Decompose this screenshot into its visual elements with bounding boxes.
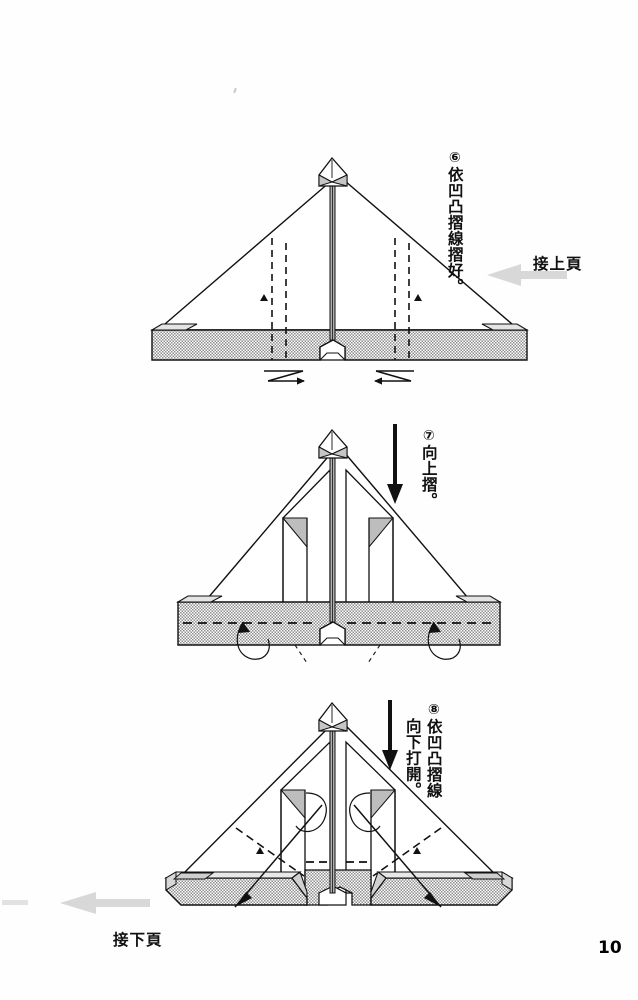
open-arrow-right [353,804,442,908]
next-page-label: 接下頁 [113,931,163,949]
next-page-arrow-icon [60,890,150,916]
open-arrow-left [234,804,323,908]
step-7-down-arrow-icon [384,424,406,506]
crease-marker [256,847,264,854]
step7-model [176,428,502,664]
crease-line [372,827,442,877]
step-7-caption: ⑦向上摺。 [419,428,438,509]
step-8-caption-line-1: ⑧依凹凸摺線 [424,702,443,799]
step6-model [150,156,529,385]
crease-marker [260,294,268,301]
prev-page-label: 接上頁 [533,255,583,273]
step-8-caption-line-2: 向下打開。 [403,718,422,798]
crease-marker [414,294,422,301]
step-marker: ⑧ [425,702,442,719]
scan-speck-2 [2,900,28,905]
crease-marker [413,847,421,854]
figure-step-6 [0,0,638,420]
step-marker: ⑦ [420,428,437,445]
pleat-arrow-left [264,370,305,385]
step-marker: ⑥ [446,150,463,167]
fold-arrow-right [427,621,461,660]
fold-arrow-left [236,621,270,660]
step8-model [164,701,514,908]
figure-step-7 [176,428,502,664]
loop-arrow-right [349,792,381,833]
step-6-caption: ⑥依凹凸摺線摺好。 [445,150,464,295]
step-8-down-arrow-icon [379,700,401,772]
crease-line [235,827,305,877]
page-number: 10 [598,938,622,958]
prev-page-arrow-icon [487,262,567,288]
loop-arrow-left [295,792,327,833]
pleat-arrow-right [374,370,414,385]
